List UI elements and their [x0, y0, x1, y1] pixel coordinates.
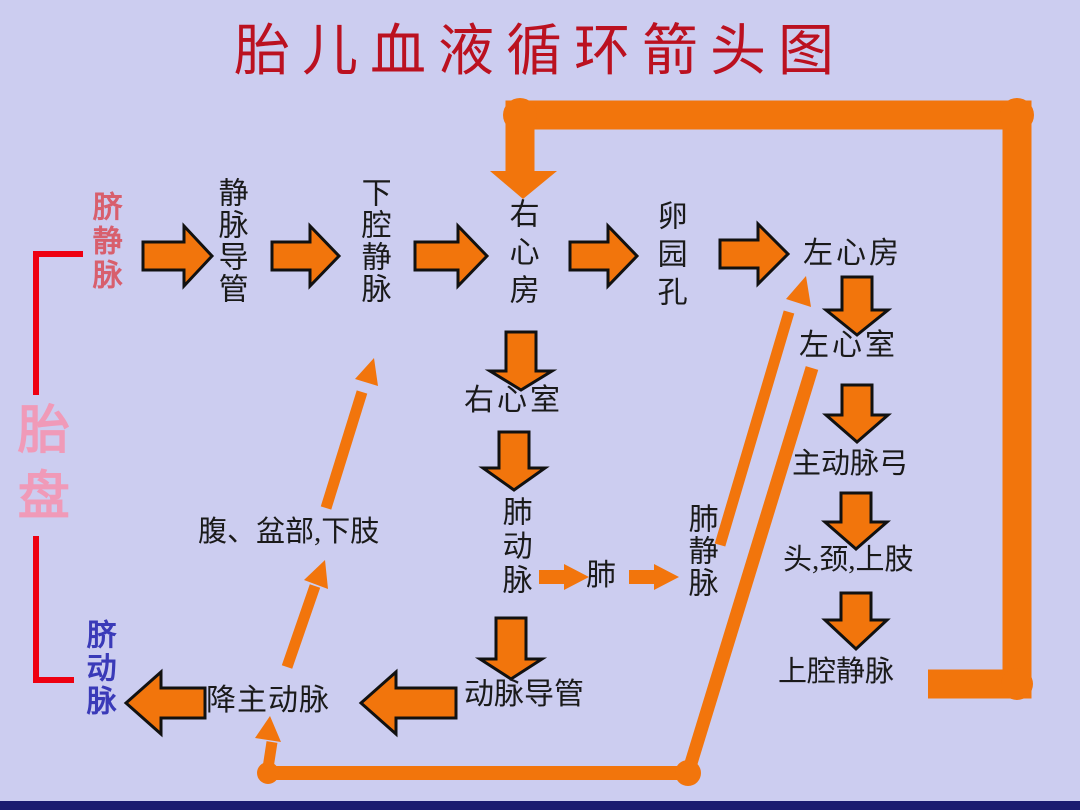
arrow-ductus-arteriosus-to-descending-aorta [358, 668, 458, 738]
node-superior-vena-cava: 上腔静脉 [778, 656, 895, 688]
node-ductus-arteriosus: 动脉导管 [464, 678, 584, 711]
arrow-pulmonary-artery-to-lungs [539, 564, 589, 590]
arrow-right-ventricle-to-pulmonary-artery [478, 430, 550, 492]
arrow-umbilical-vein-to-ductus-venosus [141, 222, 215, 290]
arrow-abdomen-to-ivc-shaft [320, 390, 368, 510]
placenta-bracket [36, 251, 83, 257]
node-left-atrium: 左心房 [803, 237, 902, 270]
arrow-right-atrium-to-foramen-ovale [568, 222, 640, 290]
arrow-lungs-to-pulmonary-vein [629, 564, 679, 590]
arrow-descending-aorta-to-umbilical-artery [123, 668, 207, 738]
placenta-bracket [33, 251, 39, 395]
placenta-bracket [33, 677, 74, 683]
line-aorta-diagonal [681, 366, 819, 775]
loop-arrowhead-icon [490, 171, 557, 199]
arrow-abdomen-to-ivc-head-icon [355, 358, 378, 386]
node-umbilical-artery: 脐动脉 [81, 619, 115, 718]
node-descending-aorta: 降主动脉 [206, 684, 330, 717]
arrow-left-ventricle-to-aortic-arch [821, 383, 893, 444]
arrow-ductus-venosus-to-ivc [270, 222, 342, 290]
loop-corner-dot [1000, 98, 1034, 132]
node-pulmonary-artery: 肺动脉 [497, 496, 531, 598]
arrow-pulmonary-vein-to-left-atrium-head-icon [786, 276, 811, 307]
arrow-foramen-ovale-to-left-atrium [718, 220, 791, 288]
diagram-title: 胎儿血液循环箭头图 [234, 21, 846, 83]
arrow-head-neck-to-svc [821, 591, 891, 652]
arrow-descending-aorta-to-abdomen-head-icon [304, 560, 328, 589]
node-pulmonary-vein: 肺静脉 [683, 503, 717, 599]
node-left-ventricle: 左心室 [799, 329, 898, 362]
arrow-to-descending-aorta-shaft [262, 741, 278, 769]
node-ductus-venosus: 静脉导管 [213, 177, 247, 305]
node-placenta: 胎盘 [9, 402, 67, 534]
node-aortic-arch: 主动脉弓 [792, 448, 909, 480]
loop-corner-dot [1001, 668, 1033, 700]
arrow-pulmonary-vein-to-left-atrium-shaft [714, 310, 795, 547]
arrow-ivc-to-right-atrium [413, 222, 490, 290]
arrow-to-descending-aorta-head-icon [255, 716, 281, 742]
node-head-neck-upper-limbs: 头,颈,上肢 [783, 544, 914, 576]
arrow-pulmonary-artery-to-ductus-arteriosus [474, 616, 548, 681]
node-right-ventricle: 右心室 [464, 384, 563, 417]
placenta-bracket [33, 536, 39, 683]
bottom-edge-strip [0, 801, 1080, 810]
node-umbilical-vein: 脐静脉 [87, 191, 121, 293]
line-joint-dot [675, 760, 701, 786]
node-abdomen-pelvis-lower-limbs: 腹、盆部,下肢 [198, 516, 380, 548]
node-lungs: 肺 [586, 559, 616, 592]
arrow-descending-aorta-to-abdomen-shaft [281, 584, 321, 669]
node-inferior-vena-cava: 下腔静脉 [356, 177, 390, 305]
loop-corner-dot [503, 98, 537, 132]
node-foramen-ovale: 卵园孔 [652, 200, 686, 314]
arrow-aortic-arch-to-head-neck [820, 491, 892, 551]
arrow-right-atrium-to-right-ventricle [484, 330, 558, 392]
arrow-left-atrium-to-left-ventricle [821, 275, 893, 337]
node-right-atrium: 右心房 [504, 198, 538, 312]
